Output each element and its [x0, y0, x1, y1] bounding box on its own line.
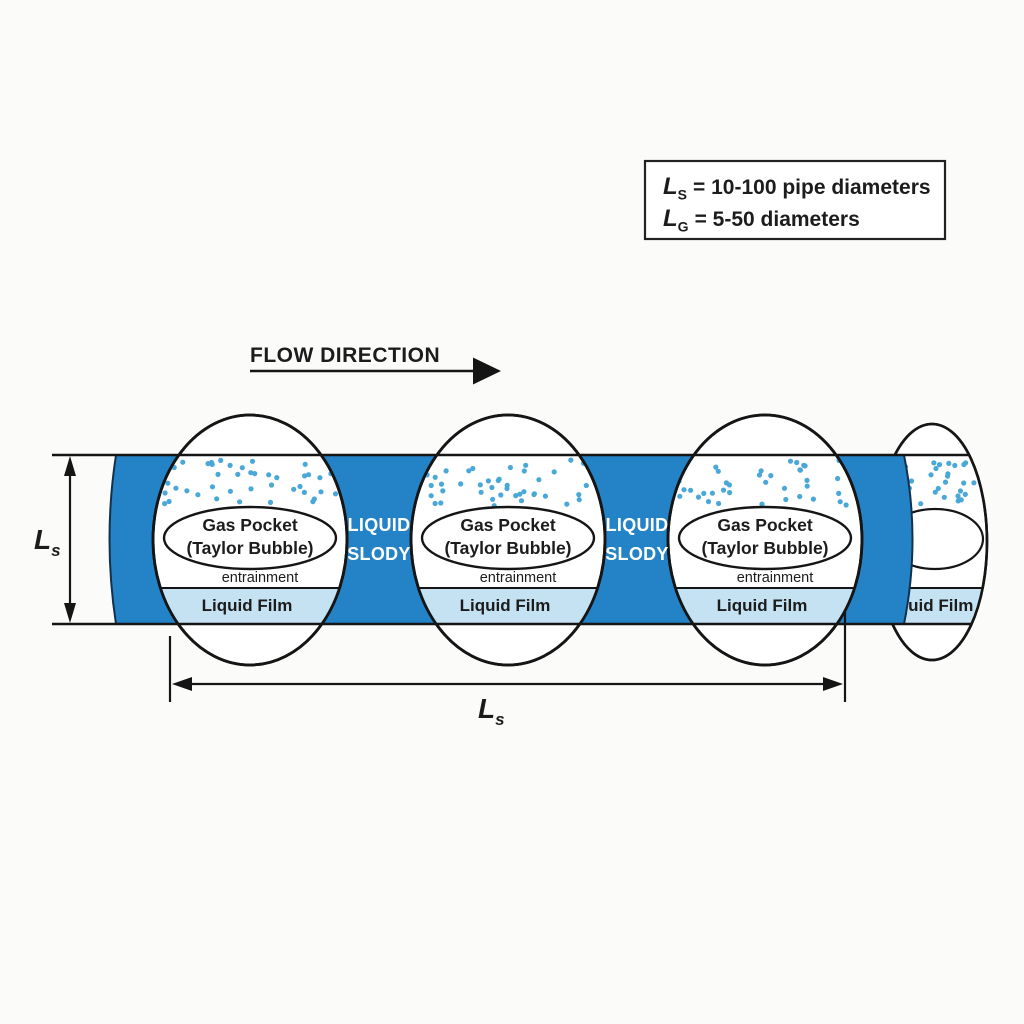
horizontal-dimension: Ls [168, 612, 847, 729]
gas-pocket-outline [677, 505, 853, 571]
entrainment-label: entrainment [737, 570, 814, 586]
horizontal-dim-arrow-right-icon [823, 677, 843, 691]
legend-border [643, 159, 947, 241]
entrainment-label: entrainment [222, 570, 299, 586]
taylor-bubble-unit-2: Gas Pocket (Taylor Bubble) entrainment L… [409, 413, 607, 667]
taylor-bubble-unit-1: Gas Pocket (Taylor Bubble) entrainment L… [151, 413, 349, 667]
horizontal-dim-arrow-left-icon [172, 677, 192, 691]
horizontal-dim-label: Ls [478, 693, 505, 729]
legend-line-2: LG= 5-50 diameters [663, 205, 860, 235]
flow-direction-label: FLOW DIRECTION [250, 344, 440, 367]
vertical-dimension: Ls [34, 456, 76, 623]
liquid-film-label: Liquid Film [202, 596, 293, 615]
liquid-slug-label-1: LIQUID SLODY [347, 515, 411, 564]
liquid-film-label: Liquid Film [460, 596, 551, 615]
legend-box: LS= 10-100 pipe diameters LG= 5-50 diame… [643, 159, 947, 241]
gas-pocket-label-line2: (Taylor Bubble) [186, 538, 313, 558]
taylor-bubble-outline-restroke [409, 413, 607, 667]
vertical-dim-label: Ls [34, 524, 61, 560]
gas-pocket-label-line1: Gas Pocket [460, 515, 555, 535]
vertical-dim-arrow-up-icon [64, 456, 76, 476]
taylor-bubble-unit-3: Gas Pocket (Taylor Bubble) entrainment L… [666, 413, 864, 667]
gas-pocket-label-line1: Gas Pocket [202, 515, 297, 535]
liquid-film-band [153, 588, 347, 624]
gas-pocket-outline [420, 505, 596, 571]
flow-arrow-head-icon [473, 357, 501, 385]
vertical-dim-arrow-down-icon [64, 603, 76, 623]
flow-direction: FLOW DIRECTION [250, 344, 501, 385]
liquid-slug-label-2: LIQUID SLODY [605, 515, 669, 564]
legend-line-1: LS= 10-100 pipe diameters [663, 173, 931, 203]
liquid-film-band [668, 588, 862, 624]
taylor-bubble-outline-restroke [151, 413, 349, 667]
slug-label-line1: LIQUID [348, 515, 411, 535]
gas-pocket-label-line2: (Taylor Bubble) [444, 538, 571, 558]
entrainment-label: entrainment [480, 570, 557, 586]
slug-label-line2: SLODY [605, 544, 669, 564]
entrained-bubbles [897, 460, 977, 507]
gas-pocket-outline [162, 505, 338, 571]
taylor-bubble-outline-restroke [666, 413, 864, 667]
slug-label-line2: SLODY [347, 544, 411, 564]
gas-pocket-label-line2: (Taylor Bubble) [701, 538, 828, 558]
liquid-film-band [411, 588, 605, 624]
slug-label-line1: LIQUID [606, 515, 669, 535]
gas-pocket-label-line1: Gas Pocket [717, 515, 812, 535]
liquid-film-label: Liquid Film [717, 596, 808, 615]
